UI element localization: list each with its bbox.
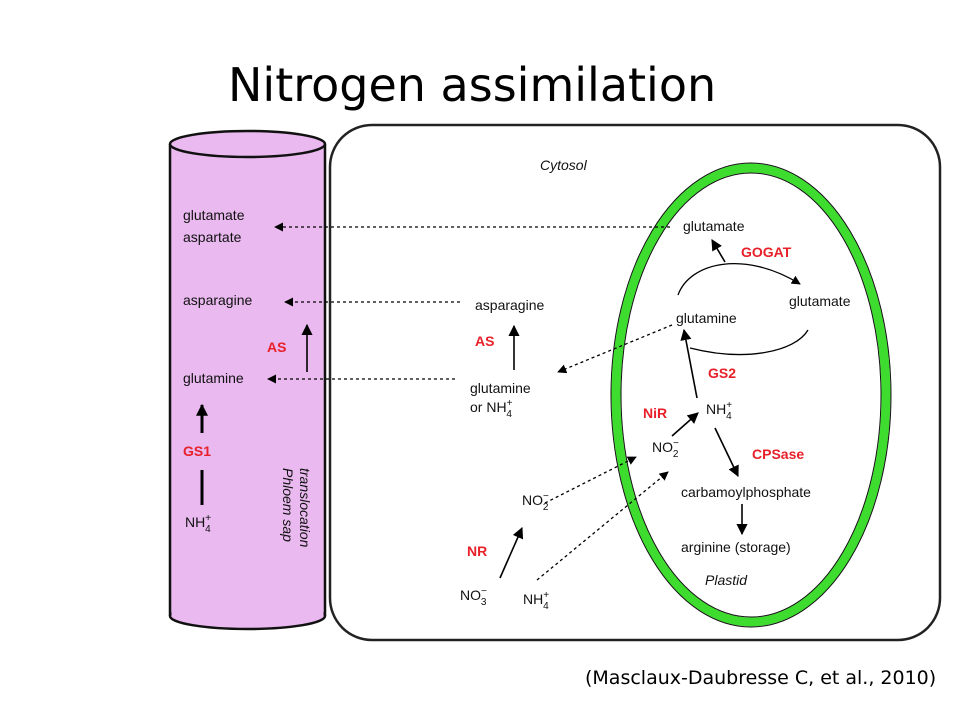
arrow-gs2-cycle-bottom [689,329,809,356]
arrow-to-glutamate-top [711,239,726,263]
phloem-glutamine: glutamine [183,370,244,386]
plastid-enzyme-gogat: GOGAT [741,244,792,260]
arrow-no3-to-no2 [499,526,524,579]
plastid-membrane [611,163,891,627]
cytosol-no2: NO−2 [522,491,549,513]
plastid-outline-inner [620,172,882,618]
phloem-aspartate: aspartate [183,229,242,245]
plastid-label: Plastid [705,572,748,588]
cytosol-glutamine: glutamine [470,380,531,396]
slide-title: Nitrogen assimilation [228,58,717,112]
cytosol-asparagine: asparagine [475,297,544,313]
plastid-enzyme-gs2: GS2 [708,365,736,381]
plastid-arginine: arginine (storage) [681,539,791,555]
cytosol-no3: NO−3 [460,586,487,608]
phloem-cylinder [168,129,327,631]
phloem-enzyme-as: AS [267,339,286,355]
arrow-no2-to-nh4 [671,412,699,437]
cytosol-label: Cytosol [540,157,588,173]
arrow-nh4-to-gln [680,328,698,399]
cytosol-enzyme-nr: NR [467,543,487,559]
cytosol-or-nh4: or NH+4 [470,398,513,420]
phloem-nh4: NH+4 [185,513,211,535]
plastid-glutamate-top: glutamate [683,218,745,234]
plastid-outline-outer [610,162,892,628]
plastid-carbamoylphosphate: carbamoylphosphate [681,484,811,500]
plastid-glutamine: glutamine [676,310,737,326]
arrow-gogat-cycle-top [677,263,801,296]
cytosol-nh4: NH+4 [523,590,549,612]
arrow-nh4-to-carbamoyl [714,427,739,478]
phloem-enzyme-gs1: GS1 [183,443,211,459]
plastid-nh4: NH+4 [706,400,732,422]
cytosol-enzyme-as: AS [475,333,494,349]
arrow-gln-plastid-to-cytosol [557,324,673,374]
arrow-no2-into-plastid [544,456,637,504]
phloem-label: Phloem sap translocation [280,468,313,548]
phloem-glutamate: glutamate [183,207,245,223]
phloem-label-line1: Phloem sap [280,468,296,542]
phloem-asparagine: asparagine [183,292,252,308]
plastid-enzyme-nir: NiR [643,405,667,421]
plastid-no2: NO−2 [652,438,679,460]
citation: (Masclaux-Daubresse C, et al., 2010) [585,667,937,689]
plastid-enzyme-cpsase: CPSase [752,446,804,462]
arrow-nh4-into-plastid [536,471,669,581]
phloem-label-line2: translocation [297,468,313,548]
plastid-glutamate-right: glutamate [789,293,851,309]
